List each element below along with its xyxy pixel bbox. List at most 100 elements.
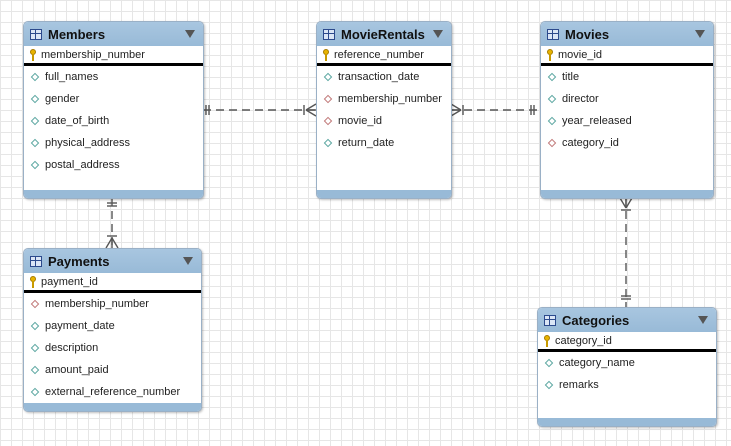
table-header[interactable]: Members [24, 22, 203, 46]
column-label: return_date [338, 137, 395, 149]
column-label: external_reference_number [45, 386, 181, 398]
key-icon [544, 334, 550, 347]
collapse-arrow-icon[interactable] [433, 30, 443, 38]
column-label: director [562, 93, 599, 105]
key-icon [547, 48, 553, 61]
table-icon [30, 255, 42, 267]
column-label: transaction_date [338, 71, 420, 83]
attribute-diamond-icon [547, 72, 557, 82]
many-crows-foot-mark [625, 197, 633, 209]
primary-key-label: movie_id [558, 48, 603, 61]
attribute-diamond-icon [30, 365, 40, 375]
column-row[interactable]: movie_id [317, 110, 451, 132]
table-footer [538, 418, 716, 426]
table-header[interactable]: Payments [24, 249, 201, 273]
column-label: amount_paid [45, 364, 109, 376]
primary-key-label: membership_number [41, 48, 145, 61]
many-crows-foot-mark [450, 109, 462, 117]
column-row[interactable]: gender [24, 88, 203, 110]
column-row[interactable]: transaction_date [317, 66, 451, 88]
table-title: Payments [48, 253, 110, 269]
collapse-arrow-icon[interactable] [698, 316, 708, 324]
column-label: physical_address [45, 137, 130, 149]
key-icon [30, 48, 36, 61]
attribute-diamond-icon [30, 160, 40, 170]
table-footer [24, 190, 203, 198]
many-crows-foot-mark [111, 237, 119, 249]
column-row[interactable]: category_name [538, 352, 716, 374]
column-row[interactable]: postal_address [24, 154, 203, 176]
table-header[interactable]: Categories [538, 308, 716, 332]
column-row[interactable]: membership_number [317, 88, 451, 110]
attribute-diamond-icon [323, 138, 333, 148]
column-label: year_released [562, 115, 632, 127]
table-footer [541, 190, 713, 198]
foreign-key-diamond-icon [323, 116, 333, 126]
column-row[interactable]: title [541, 66, 713, 88]
table-footer [24, 403, 201, 411]
table-icon [323, 28, 335, 40]
many-crows-foot-mark [619, 197, 627, 209]
key-icon [323, 48, 329, 61]
many-crows-foot-mark [305, 109, 317, 117]
primary-key-row[interactable]: reference_number [317, 46, 451, 66]
primary-key-row[interactable]: payment_id [24, 273, 201, 293]
attribute-diamond-icon [544, 380, 554, 390]
attribute-diamond-icon [30, 321, 40, 331]
column-row[interactable]: director [541, 88, 713, 110]
collapse-arrow-icon[interactable] [185, 30, 195, 38]
column-label: postal_address [45, 159, 120, 171]
attribute-diamond-icon [30, 387, 40, 397]
column-row[interactable]: date_of_birth [24, 110, 203, 132]
column-label: membership_number [45, 298, 149, 310]
table-title: Members [48, 26, 106, 42]
column-row[interactable]: description [24, 337, 201, 359]
column-label: payment_date [45, 320, 115, 332]
column-label: remarks [559, 379, 599, 391]
table-icon [544, 314, 556, 326]
primary-key-row[interactable]: category_id [538, 332, 716, 352]
column-row[interactable]: return_date [317, 132, 451, 154]
attribute-diamond-icon [547, 116, 557, 126]
column-row[interactable]: full_names [24, 66, 203, 88]
many-crows-foot-mark [450, 103, 462, 111]
column-row[interactable]: external_reference_number [24, 381, 201, 403]
foreign-key-diamond-icon [323, 94, 333, 104]
column-row[interactable]: membership_number [24, 293, 201, 315]
table-footer [317, 190, 451, 198]
column-row[interactable]: remarks [538, 374, 716, 396]
table-header[interactable]: Movies [541, 22, 713, 46]
table-title: Categories [562, 312, 630, 328]
foreign-key-diamond-icon [547, 138, 557, 148]
attribute-diamond-icon [30, 72, 40, 82]
attribute-diamond-icon [30, 138, 40, 148]
table-title: Movies [565, 26, 610, 42]
column-row[interactable]: payment_date [24, 315, 201, 337]
primary-key-label: payment_id [41, 275, 98, 288]
table-header[interactable]: MovieRentals [317, 22, 451, 46]
column-label: full_names [45, 71, 99, 83]
key-icon [30, 275, 36, 288]
column-row[interactable]: category_id [541, 132, 713, 154]
attribute-diamond-icon [544, 358, 554, 368]
collapse-arrow-icon[interactable] [695, 30, 705, 38]
collapse-arrow-icon[interactable] [183, 257, 193, 265]
column-row[interactable]: amount_paid [24, 359, 201, 381]
many-crows-foot-mark [305, 103, 317, 111]
primary-key-row[interactable]: movie_id [541, 46, 713, 66]
column-label: movie_id [338, 115, 383, 127]
attribute-diamond-icon [30, 343, 40, 353]
table-icon [30, 28, 42, 40]
attribute-diamond-icon [323, 72, 333, 82]
many-crows-foot-mark [105, 237, 113, 249]
primary-key-row[interactable]: membership_number [24, 46, 203, 66]
column-row[interactable]: year_released [541, 110, 713, 132]
column-row[interactable]: physical_address [24, 132, 203, 154]
